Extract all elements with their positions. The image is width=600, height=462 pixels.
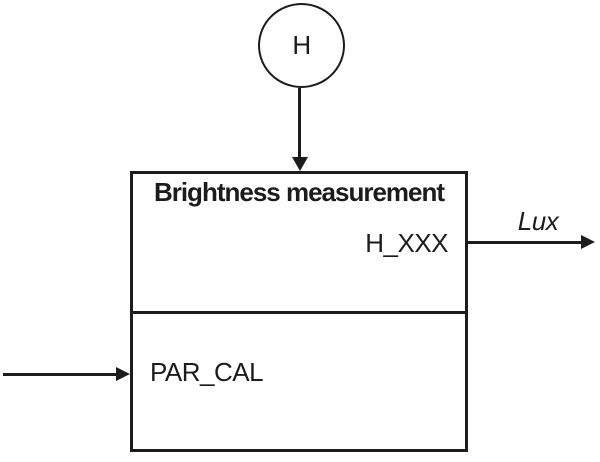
lux-output-arrow-head-icon xyxy=(581,235,595,249)
output-port-label: H_XXX xyxy=(365,228,448,258)
source-node-label: H xyxy=(292,29,311,60)
input-port-label: PAR_CAL xyxy=(150,357,264,387)
source-node-circle: H xyxy=(258,3,345,88)
lux-output-label: Lux xyxy=(517,206,559,236)
block-title: Brightness measurement xyxy=(153,177,445,207)
h-input-arrow-head-icon xyxy=(292,157,308,171)
lux-output-arrow-line xyxy=(466,241,582,244)
brightness-measurement-block: Brightness measurement H_XXX PAR_CAL xyxy=(130,171,468,452)
par-cal-input-arrow-head-icon xyxy=(116,367,130,381)
block-divider xyxy=(133,311,465,314)
par-cal-input-arrow-line xyxy=(3,373,117,376)
h-input-arrow-line xyxy=(298,88,301,158)
